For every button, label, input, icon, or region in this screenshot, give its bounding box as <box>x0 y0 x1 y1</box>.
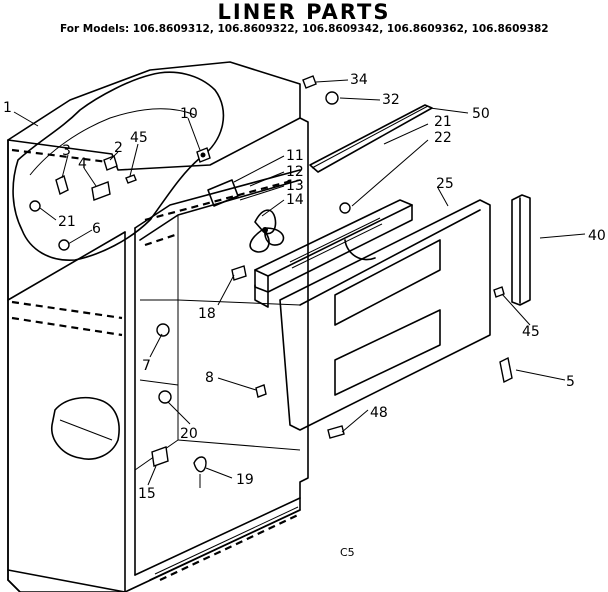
callout-7: 7 <box>142 358 151 374</box>
callout-50: 50 <box>472 106 490 122</box>
callout-labels: 1 2 3 4 45 21 6 10 11 12 13 14 34 32 50 … <box>3 72 606 559</box>
callout-21-right: 21 <box>434 114 452 130</box>
callout-12: 12 <box>286 164 304 180</box>
callout-45-right: 45 <box>522 324 540 340</box>
callout-2: 2 <box>114 140 123 156</box>
drain-cutout <box>51 396 120 460</box>
callout-1: 1 <box>3 100 12 116</box>
callout-22: 22 <box>434 130 452 146</box>
diagram-title: LINER PARTS <box>217 0 391 24</box>
callout-34: 34 <box>350 72 368 88</box>
part-40-bar <box>511 194 531 306</box>
callout-18: 18 <box>198 306 216 322</box>
models-subtitle: For Models: 106.8609312, 106.8609322, 10… <box>60 23 549 35</box>
callout-4: 4 <box>78 156 87 172</box>
callout-3: 3 <box>62 143 71 159</box>
callout-15: 15 <box>138 486 156 502</box>
small-parts <box>29 75 513 488</box>
callout-8: 8 <box>205 370 214 386</box>
callout-11: 11 <box>286 148 304 164</box>
callout-13: 13 <box>286 178 304 194</box>
callout-5: 5 <box>566 374 575 390</box>
callout-19: 19 <box>236 472 254 488</box>
callout-25: 25 <box>436 176 454 192</box>
light-housing-22 <box>254 199 413 308</box>
diagram-code: C5 <box>340 546 355 559</box>
evaporator-cutout <box>12 71 225 261</box>
leader-lines <box>13 79 586 486</box>
top-rail-50 <box>309 104 433 173</box>
callout-48: 48 <box>370 405 388 421</box>
callout-6: 6 <box>92 221 101 237</box>
callout-10: 10 <box>180 106 198 122</box>
callout-21-left: 21 <box>58 214 76 230</box>
callout-14: 14 <box>286 192 304 208</box>
fan-assembly <box>207 179 285 253</box>
callout-40: 40 <box>588 228 606 244</box>
callout-32: 32 <box>382 92 400 108</box>
callout-45-left: 45 <box>130 130 148 146</box>
callout-20: 20 <box>180 426 198 442</box>
panel-25 <box>279 199 491 431</box>
